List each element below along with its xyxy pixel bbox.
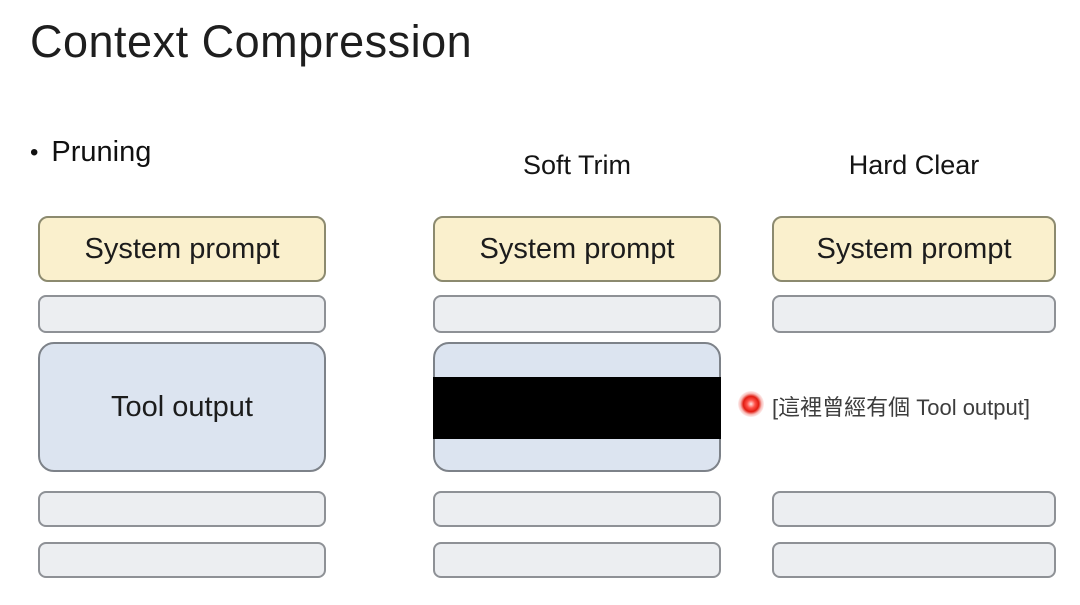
column-header-soft-trim: Soft Trim (522, 150, 631, 180)
message-placeholder-box (38, 542, 326, 578)
redaction-black-bar (433, 377, 721, 439)
message-placeholder-box (772, 295, 1056, 333)
message-placeholder-box (38, 491, 326, 527)
message-placeholder-box (433, 295, 721, 333)
bullet-pruning-label: Pruning (51, 136, 152, 168)
system-prompt-label: System prompt (84, 232, 280, 265)
message-placeholder-box (772, 491, 1056, 527)
cleared-tool-output-note: [這裡曾經有個 Tool output] (772, 395, 1030, 420)
message-placeholder-box (772, 542, 1056, 578)
laser-pointer-icon (738, 391, 764, 417)
message-placeholder-box (38, 295, 326, 333)
bullet-marker: • (30, 138, 39, 166)
system-prompt-box-soft-trim: System prompt (433, 216, 721, 282)
bullet-pruning: • Pruning (30, 136, 151, 169)
column-header-hard-clear: Hard Clear (848, 150, 980, 180)
system-prompt-box-pruning: System prompt (38, 216, 326, 282)
tool-output-box-soft-trim (433, 342, 721, 472)
slide-title: Context Compression (30, 16, 473, 67)
message-placeholder-box (433, 542, 721, 578)
tool-output-label: Tool output (111, 390, 253, 423)
system-prompt-label: System prompt (816, 232, 1012, 265)
system-prompt-box-hard-clear: System prompt (772, 216, 1056, 282)
tool-output-box-pruning: Tool output (38, 342, 326, 472)
system-prompt-label: System prompt (479, 232, 675, 265)
message-placeholder-box (433, 491, 721, 527)
